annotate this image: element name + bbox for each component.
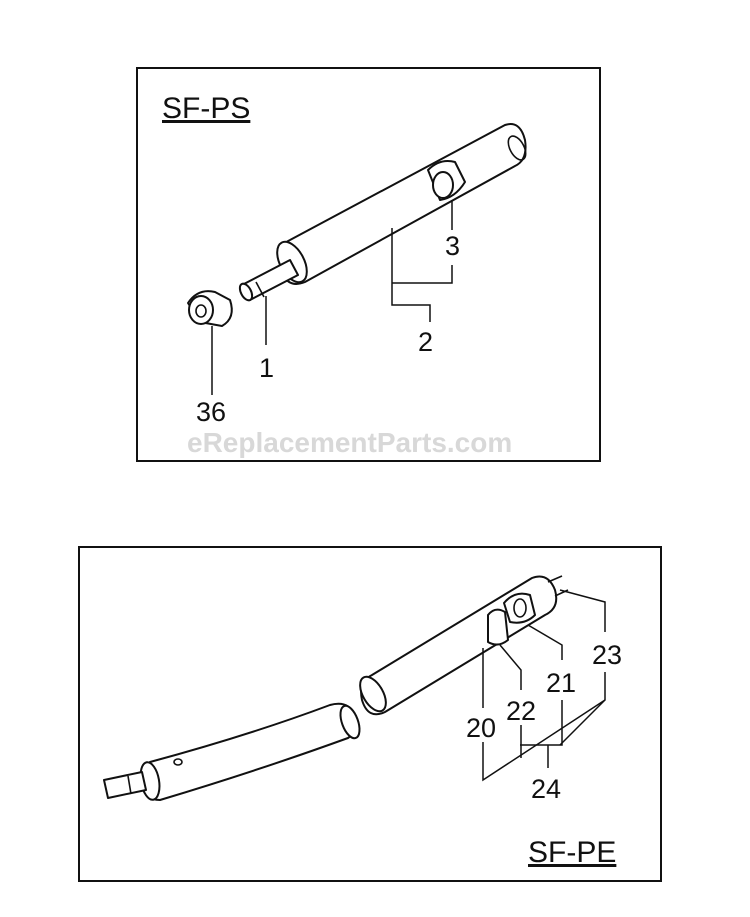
watermark-text: eReplacementParts.com [187,427,512,458]
callout-21: 21 [546,668,576,698]
leader-line-21 [527,624,563,660]
callout-23: 23 [592,640,622,670]
panel-title-sf-pe: SF-PE [528,836,616,869]
panel-title-sf-ps: SF-PS [162,92,250,125]
callout-36: 36 [196,397,226,427]
callout-22: 22 [506,696,536,726]
straight-tube-part [359,575,569,716]
leader-line-21-lower [520,700,563,746]
diagram-panel-sf-pe [78,546,662,882]
callout-20: 20 [466,713,496,743]
leader-line-20-lower [482,699,606,782]
leader-line-2 [391,228,453,322]
curved-tube-part [139,702,361,801]
callout-1: 1 [259,353,274,383]
callout-2: 2 [418,327,433,357]
callout-24: 24 [531,774,561,804]
shaft-tube-part [276,123,527,285]
inner-shaft-part [238,259,299,302]
leader-line-22 [499,644,522,690]
callout-3: 3 [445,231,460,261]
leader-line-23 [559,589,606,632]
drive-shaft-part [103,771,147,799]
throttle-lever-part [487,592,536,646]
collar-part [187,290,233,327]
